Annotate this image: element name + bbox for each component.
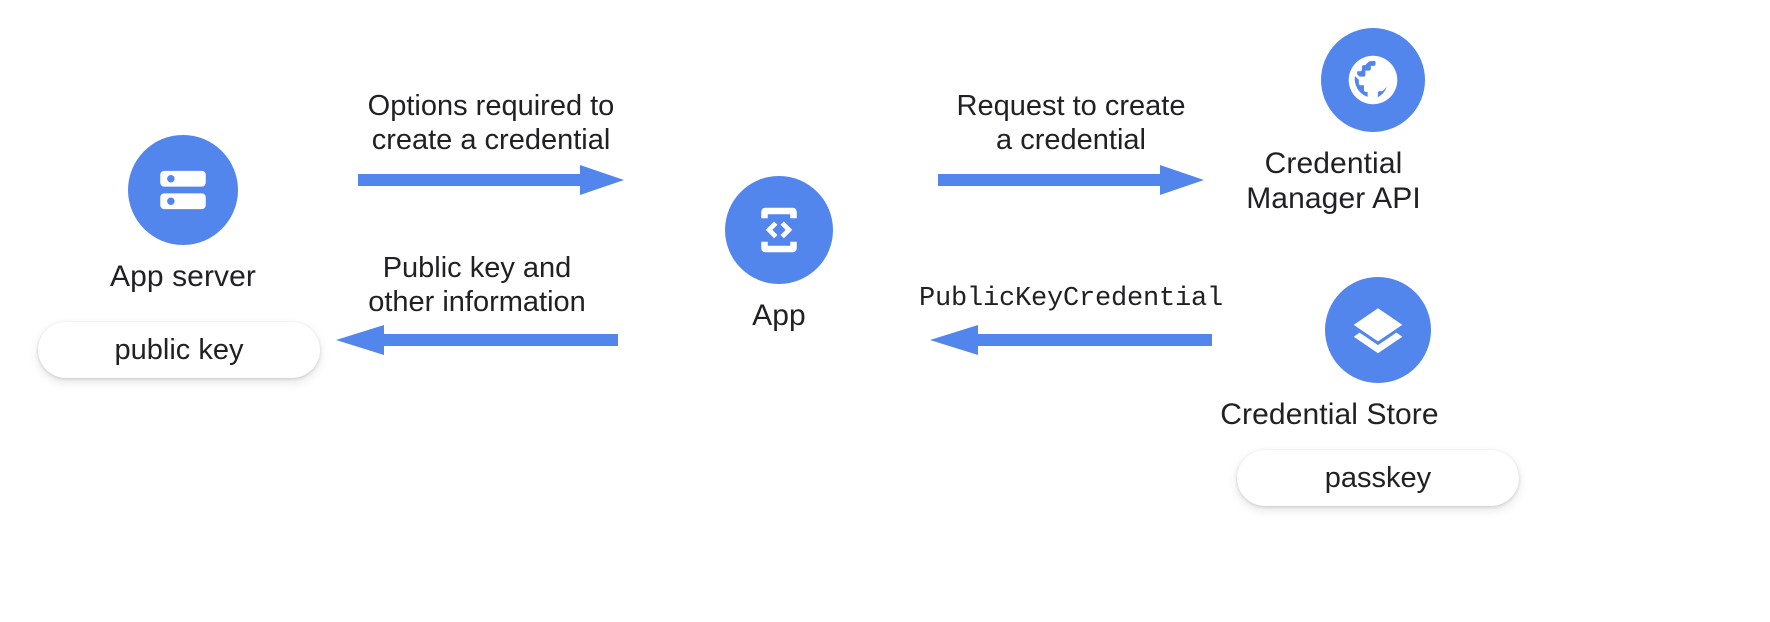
node-label-credential-store: Credential Store (1220, 398, 1439, 431)
node-label-credential-manager-api: Credential Manager API (1246, 147, 1421, 216)
arrow-left-public-key-credential (930, 325, 1212, 355)
flow-public-key-credential: PublicKeyCredential (919, 284, 1223, 357)
arrow-right-request (938, 165, 1204, 195)
globe-icon (1320, 28, 1425, 132)
flow-options-required: Options required to create a credential (358, 90, 624, 197)
flow-public-key-and-other-information: Public key and other information (336, 252, 618, 357)
arrow-right-options (358, 165, 624, 195)
node-label-app: App (752, 299, 806, 332)
chip-passkey[interactable]: passkey (1237, 450, 1519, 506)
server-icon (128, 135, 238, 245)
node-credential-store[interactable]: Credential Store (1220, 277, 1439, 432)
layers-icon (1325, 277, 1431, 383)
node-app[interactable]: App (724, 176, 834, 333)
chip-public-key-label: public key (114, 333, 244, 366)
mobile-code-icon (725, 176, 833, 284)
flow-label-public-key-other-info: Public key and other information (368, 252, 586, 318)
arrow-left-public-key (336, 325, 618, 355)
node-credential-manager-api[interactable]: Credential Manager API (1246, 28, 1425, 216)
node-label-app-server: App server (109, 260, 257, 293)
flow-request-to-create: Request to create a credential (938, 90, 1204, 197)
flow-label-public-key-credential: PublicKeyCredential (918, 283, 1224, 314)
node-app-server[interactable]: App server (108, 135, 258, 294)
flow-label-options-required: Options required to create a credential (367, 90, 615, 156)
chip-public-key[interactable]: public key (38, 322, 320, 378)
chip-passkey-label: passkey (1324, 461, 1432, 494)
flow-label-request-to-create: Request to create a credential (956, 90, 1186, 156)
